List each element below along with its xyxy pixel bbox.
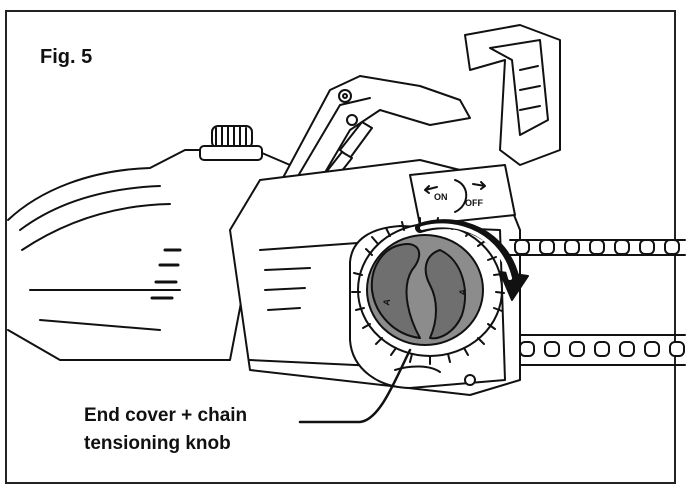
callout-leader-line [298,348,412,424]
switch-on-label: ON [434,192,448,202]
callout-text: End cover + chain tensioning knob [84,402,314,458]
svg-text:A: A [457,288,468,297]
switch-off-label: OFF [465,198,483,208]
chain-links-lower [519,341,685,357]
oil-cap [199,125,263,161]
guide-bar-chain [509,239,686,366]
svg-text:A: A [381,298,392,307]
callout-line-1: End cover + chain [84,405,248,426]
figure-label: Fig. 5 [40,46,93,68]
direction-switch [409,164,516,226]
chain-links-upper [514,239,680,255]
hand-guard [464,24,561,166]
callout-line-2: tensioning knob [84,433,231,454]
